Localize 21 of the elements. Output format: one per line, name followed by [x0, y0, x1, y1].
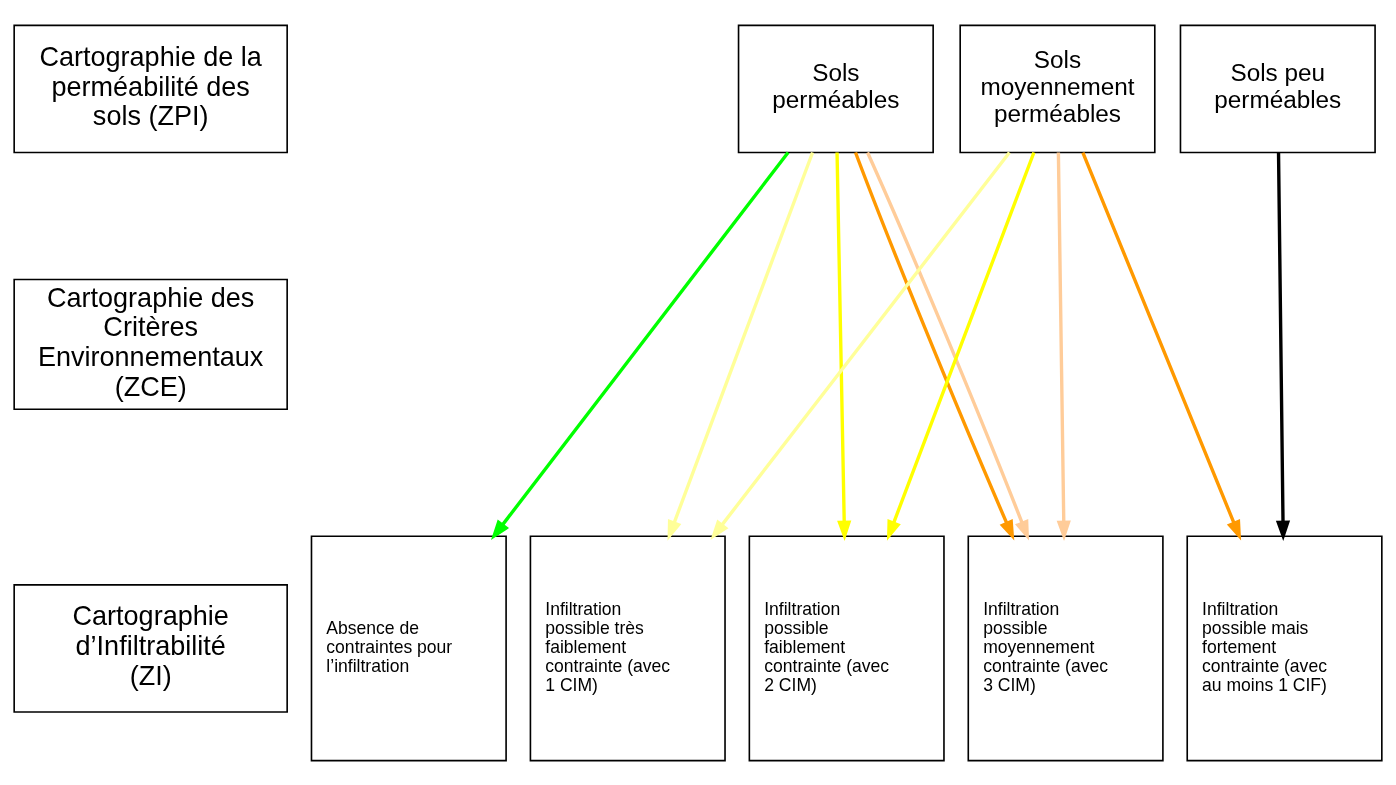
arrow	[835, 152, 852, 541]
node-box: Cartographie d’Infiltrabilité (ZI)	[13, 583, 288, 713]
node-box: Absence de contraintes pour l’infiltration	[310, 534, 507, 761]
arrow	[490, 151, 790, 540]
node-box: Sols perméables	[737, 24, 934, 153]
node-box: Cartographie des Critères Environnementaux (ZCE)	[13, 278, 288, 410]
arrow	[853, 151, 1015, 541]
node-box: Sols peu perméables	[1179, 24, 1376, 153]
node-box: Infiltration possible très faiblement contrainte (avec 1 CIM)	[529, 534, 726, 761]
node-box: Cartographie de la perméabilité des sols (ZPI)	[13, 24, 288, 153]
arrow	[866, 151, 1030, 541]
arrow	[710, 151, 1011, 540]
arrow	[667, 151, 815, 541]
arrow	[886, 151, 1036, 541]
node-box: Infiltration possible moyennement contrainte (avec 3 CIM)	[967, 534, 1164, 761]
node-box: Infiltration possible faiblement contrainte (avec 2 CIM)	[748, 534, 945, 761]
node-box: Sols moyennement perméables	[959, 24, 1156, 153]
node-box: Infiltration possible mais fortement contrainte (avec au moins 1 CIF)	[1186, 534, 1383, 761]
arrow	[1081, 151, 1242, 541]
arrow	[1056, 152, 1071, 541]
arrow	[1275, 152, 1291, 541]
